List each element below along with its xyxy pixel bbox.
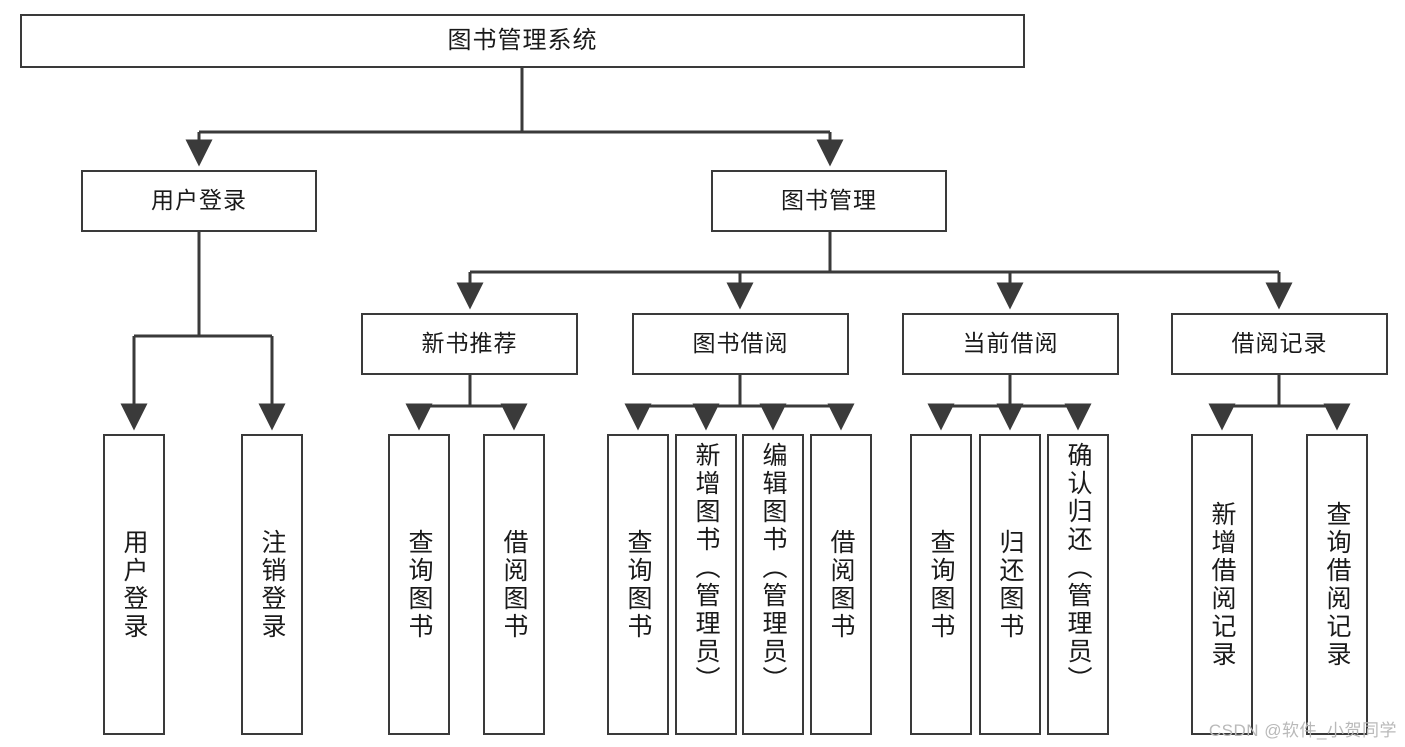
leaf-borrow-add-book-label: 新增图书（管理员） <box>692 442 720 694</box>
node-root-label: 图书管理系统 <box>447 26 598 54</box>
leaf-record-add[interactable]: 新增借阅记录 <box>1191 434 1253 735</box>
leaf-borrow-edit-book[interactable]: 编辑图书（管理员） <box>742 434 804 735</box>
leaf-new-book-borrow[interactable]: 借阅图书 <box>483 434 545 735</box>
node-user-login[interactable]: 用户登录 <box>81 170 317 232</box>
leaf-new-book-query-label: 查询图书 <box>405 528 433 641</box>
leaf-user-login-logout[interactable]: 注销登录 <box>241 434 303 735</box>
node-book-borrow-label: 图书借阅 <box>692 330 789 357</box>
node-book-management[interactable]: 图书管理 <box>711 170 947 232</box>
leaf-user-login-login-label: 用户登录 <box>120 528 148 641</box>
node-new-book-recommend[interactable]: 新书推荐 <box>361 313 578 375</box>
leaf-current-confirm-return-label: 确认归还（管理员） <box>1064 442 1092 694</box>
leaf-current-return-book-label: 归还图书 <box>996 528 1024 641</box>
leaf-borrow-query-book-label: 查询图书 <box>624 528 652 641</box>
leaf-current-return-book[interactable]: 归还图书 <box>979 434 1041 735</box>
leaf-borrow-query-book[interactable]: 查询图书 <box>607 434 669 735</box>
leaf-user-login-login[interactable]: 用户登录 <box>103 434 165 735</box>
leaf-current-query-book[interactable]: 查询图书 <box>910 434 972 735</box>
node-user-login-label: 用户登录 <box>151 187 247 214</box>
leaf-user-login-logout-label: 注销登录 <box>258 528 286 641</box>
leaf-current-confirm-return[interactable]: 确认归还（管理员） <box>1047 434 1109 735</box>
leaf-record-query[interactable]: 查询借阅记录 <box>1306 434 1368 735</box>
leaf-new-book-query[interactable]: 查询图书 <box>388 434 450 735</box>
node-current-borrow-label: 当前借阅 <box>962 330 1059 357</box>
leaf-borrow-edit-book-label: 编辑图书（管理员） <box>759 442 787 694</box>
leaf-borrow-add-book[interactable]: 新增图书（管理员） <box>675 434 737 735</box>
node-book-borrow[interactable]: 图书借阅 <box>632 313 849 375</box>
leaf-record-add-label: 新增借阅记录 <box>1208 500 1236 669</box>
watermark: CSDN @软件_小贺同学 <box>1208 721 1397 740</box>
node-new-book-recommend-label: 新书推荐 <box>421 330 518 357</box>
node-borrow-record[interactable]: 借阅记录 <box>1171 313 1388 375</box>
leaf-record-query-label: 查询借阅记录 <box>1323 500 1351 669</box>
leaf-new-book-borrow-label: 借阅图书 <box>500 528 528 641</box>
leaf-borrow-borrow-book-label: 借阅图书 <box>827 528 855 641</box>
leaf-current-query-book-label: 查询图书 <box>927 528 955 641</box>
node-book-management-label: 图书管理 <box>781 187 877 214</box>
node-root[interactable]: 图书管理系统 <box>20 14 1025 68</box>
node-borrow-record-label: 借阅记录 <box>1231 330 1328 357</box>
leaf-borrow-borrow-book[interactable]: 借阅图书 <box>810 434 872 735</box>
node-current-borrow[interactable]: 当前借阅 <box>902 313 1119 375</box>
